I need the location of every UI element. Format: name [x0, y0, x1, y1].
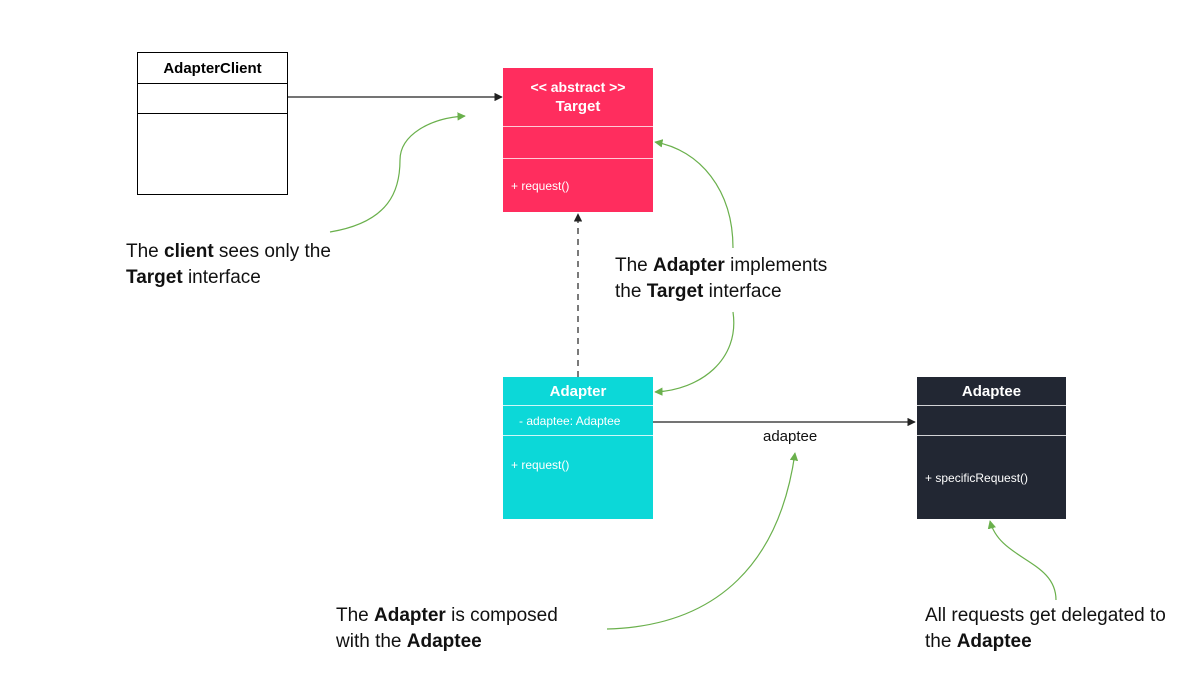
adaptee-methods-compartment: + specificRequest()	[917, 436, 1066, 519]
delegated-note-line-1: All requests get delegated to	[925, 603, 1166, 629]
target-stereotype: << abstract >>	[530, 79, 626, 95]
adaptee-class: Adaptee + specificRequest()	[917, 377, 1066, 519]
adaptee-name-compartment: Adaptee	[917, 377, 1066, 406]
delegated-note: All requests get delegated to the Adapte…	[925, 603, 1166, 655]
adapter-client-class: AdapterClient	[137, 52, 288, 195]
composed-callout-arrow	[606, 452, 799, 630]
implements-note-text: the	[615, 281, 647, 302]
adapter-method: + request()	[511, 458, 570, 472]
target-methods-compartment: + request()	[503, 159, 653, 212]
implements-note-text: interface	[703, 281, 782, 302]
delegated-note-text: the	[925, 631, 957, 652]
adapter-client-methods-compartment	[138, 114, 287, 194]
adapter-client-attributes-compartment	[138, 84, 287, 114]
adapter-name: Adapter	[549, 382, 607, 400]
composed-note: The Adapter is composed with the Adaptee	[336, 603, 558, 655]
adapter-methods-compartment: + request()	[503, 436, 653, 519]
target-class: << abstract >> Target + request()	[503, 68, 653, 212]
implements-note-bold: Target	[646, 281, 704, 302]
delegated-callout-arrow	[987, 520, 1057, 601]
adapter-class: Adapter - adaptee: Adaptee + request()	[503, 377, 653, 519]
implements-note-text: The	[615, 255, 654, 276]
composed-note-line-1: The Adapter is composed	[336, 603, 558, 629]
implements-callout-arrow-down	[654, 311, 735, 396]
target-attributes-compartment	[503, 127, 653, 159]
client-note-text: sees only the	[213, 241, 331, 262]
implements-note-line-1: The Adapter implements	[615, 253, 827, 279]
implements-note: The Adapter implements the Target interf…	[615, 253, 827, 305]
composed-note-bold: Adaptee	[406, 631, 482, 652]
composed-note-text: with the	[336, 631, 407, 652]
client-callout-arrow	[329, 112, 466, 233]
composed-note-line-2: with the Adaptee	[336, 629, 558, 655]
adapter-name-compartment: Adapter	[503, 377, 653, 406]
adaptee-name: Adaptee	[961, 382, 1022, 400]
client-note-line-2: Target interface	[126, 265, 331, 291]
composed-note-text: The	[336, 605, 375, 626]
implements-note-text: implements	[724, 255, 828, 276]
delegated-note-line-2: the Adaptee	[925, 629, 1166, 655]
client-note-text: The	[126, 241, 165, 262]
delegated-note-text: All requests get delegated to	[925, 605, 1166, 626]
composed-note-bold: Adapter	[374, 605, 446, 626]
adapter-client-name: AdapterClient	[163, 59, 262, 77]
client-note: The client sees only the Target interfac…	[126, 239, 331, 291]
target-name: Target	[555, 98, 601, 115]
composed-note-text: is composed	[445, 605, 558, 626]
adapter-attributes-compartment: - adaptee: Adaptee	[503, 406, 653, 436]
adapter-client-name-compartment: AdapterClient	[138, 53, 287, 84]
adaptee-attributes-compartment	[917, 406, 1066, 436]
delegated-note-bold: Adaptee	[956, 631, 1032, 652]
association-role-label: adaptee	[763, 428, 818, 445]
target-method: + request()	[511, 178, 570, 193]
client-note-line-1: The client sees only the	[126, 239, 331, 265]
implements-note-line-2: the Target interface	[615, 279, 827, 305]
adapter-attribute: - adaptee: Adaptee	[519, 414, 621, 428]
implements-callout-arrow-up	[654, 139, 734, 249]
implements-note-bold: Adapter	[653, 255, 725, 276]
client-note-bold: client	[164, 241, 214, 262]
adaptee-method: + specificRequest()	[925, 471, 1029, 485]
target-name-compartment: << abstract >> Target	[503, 68, 653, 127]
client-note-text: interface	[182, 267, 261, 288]
client-note-bold: Target	[126, 267, 183, 288]
